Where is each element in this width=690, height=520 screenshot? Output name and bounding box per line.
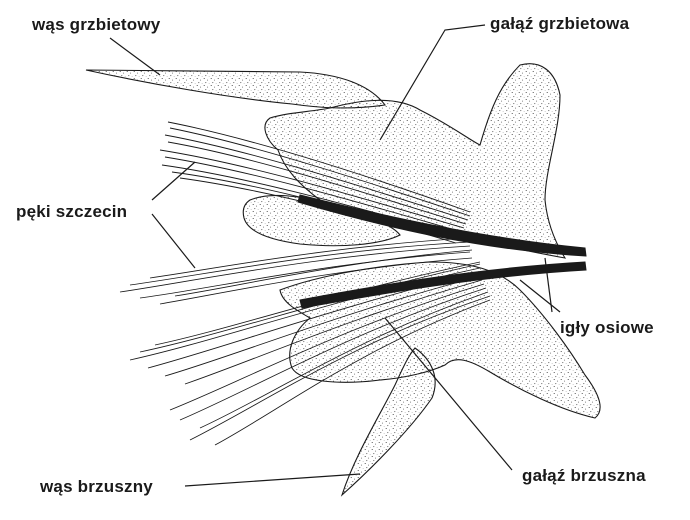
leader-chaetae-top [152, 162, 195, 200]
leader-dorsal-cirrus [110, 38, 160, 75]
body-lobes [86, 64, 600, 495]
leader-chaetae-bottom [152, 214, 195, 268]
leader-ventral-cirrus [185, 474, 360, 486]
label-ventral-cirrus: wąs brzuszny [40, 477, 153, 497]
label-dorsal-cirrus: wąs grzbietowy [32, 15, 160, 35]
label-chaetae-bundles: pęki szczecin [16, 202, 127, 222]
dorsal-cirrus-shape [86, 70, 385, 108]
label-acicula: igły osiowe [560, 318, 654, 338]
label-ventral-branch: gałąź brzuszna [522, 466, 646, 486]
label-dorsal-branch: gałąź grzbietowa [490, 14, 629, 34]
